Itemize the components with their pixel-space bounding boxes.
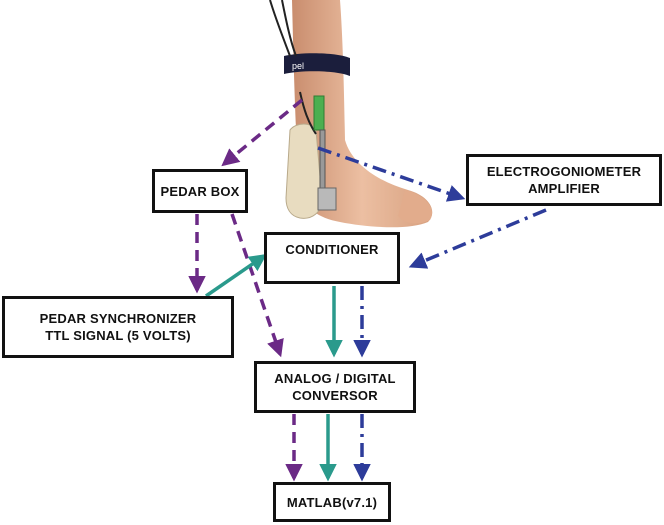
analog-digital-converter-node: ANALOG / DIGITAL CONVERSOR [254,361,416,413]
arrow-synchronizer-to-conditioner [205,254,267,298]
conditioner-label: CONDITIONER [285,242,379,257]
connections [188,98,547,482]
pedar-box-node: PEDAR BOX [152,169,248,213]
pedar-box-label: PEDAR BOX [160,183,240,199]
arrow-sensor-to-electrogoniometer [317,146,466,202]
arrow-pedar-box-to-converter [230,213,284,358]
pedar-synchronizer-label-line2: TTL SIGNAL (5 VOLTS) [45,328,191,343]
pedar-synchronizer-node: PEDAR SYNCHRONIZER TTL SIGNAL (5 VOLTS) [2,296,234,358]
electrogoniometer-label-line1: ELECTROGONIOMETER [486,164,642,179]
electrogoniometer-node: ELECTROGONIOMETER AMPLIFIER [466,154,662,206]
pedar-synchronizer-label-line1: PEDAR SYNCHRONIZER [39,311,197,326]
leg-photo: pel [269,0,433,228]
conditioner-node: CONDITIONER [264,232,400,284]
converter-label-line2: CONVERSOR [292,388,378,403]
matlab-node: MATLAB(v7.1) [273,482,391,522]
svg-text:pel: pel [292,61,304,71]
arrow-electrogoniometer-to-conditioner [408,208,547,269]
matlab-label: MATLAB(v7.1) [286,494,378,510]
electrogoniometer-label-line2: AMPLIFIER [528,181,600,196]
converter-label-line1: ANALOG / DIGITAL [274,371,396,386]
